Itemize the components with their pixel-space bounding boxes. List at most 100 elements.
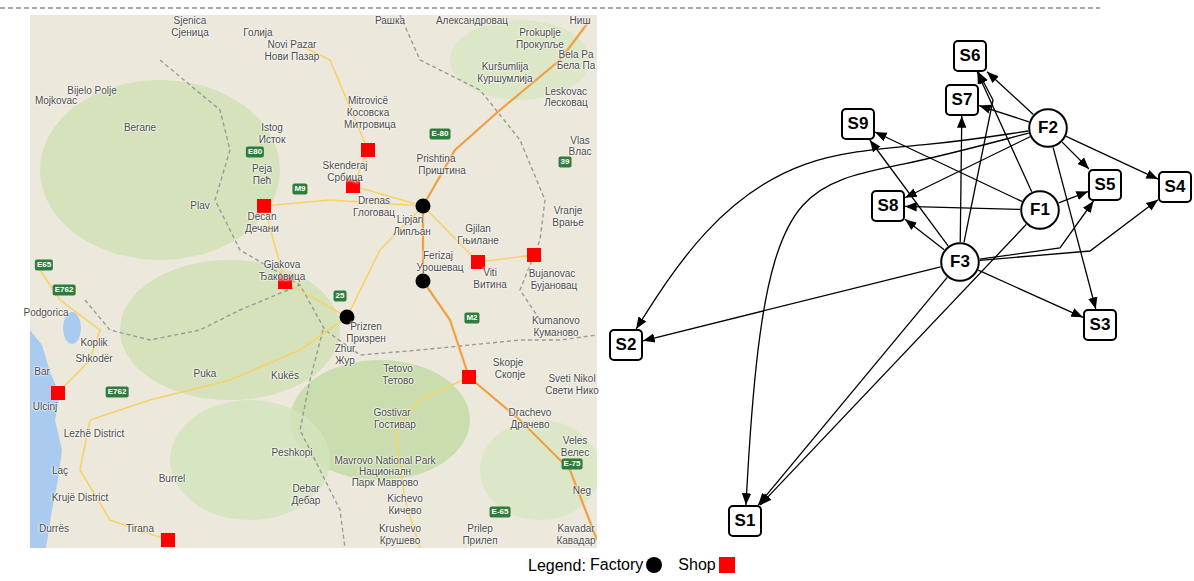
road-number: 25 <box>334 291 347 302</box>
place-name: Mavrovo National Park <box>334 455 435 466</box>
place-name: Скопје <box>495 369 525 380</box>
circle-shape <box>941 243 979 281</box>
motorway <box>423 206 597 540</box>
shop-marker <box>527 248 541 262</box>
place-name: Neg <box>573 485 591 496</box>
place-name: Novi Pazar <box>268 39 317 50</box>
road-number: E65 <box>35 260 53 271</box>
shop-marker <box>51 386 65 400</box>
legend: Factory Shop <box>590 556 751 574</box>
flow-arrow <box>1062 142 1089 169</box>
place-name: Парк Маврово <box>352 477 419 488</box>
flow-arrow <box>870 140 948 246</box>
place-name: Косовска <box>347 107 389 118</box>
node-label: F2 <box>1038 119 1058 138</box>
place-name: Бела Па <box>557 60 596 71</box>
place-name: Prokuplje <box>519 27 561 38</box>
legend-item: Factory <box>590 556 662 574</box>
flow-arrow <box>636 131 1028 329</box>
node-label: S8 <box>878 197 899 216</box>
place-name: Berane <box>124 122 156 133</box>
place-name: Нови Пазар <box>265 51 320 62</box>
place-name: Plav <box>190 200 209 211</box>
flow-arrow <box>905 206 1020 209</box>
place-name: Врање <box>552 217 583 228</box>
place-name: Kichevo <box>387 493 423 504</box>
place-name: Голија <box>243 27 272 38</box>
place-name: Mitrovicë <box>348 95 388 106</box>
place-name: Podgorica <box>23 307 68 318</box>
place-name: Тетово <box>382 375 414 386</box>
road-number: E-65 <box>490 507 511 518</box>
place-name: Veles <box>563 435 587 446</box>
flow-arrow <box>978 270 1083 317</box>
main-road <box>90 206 423 420</box>
place-name: Куманово <box>534 327 579 338</box>
main-road <box>264 200 534 262</box>
place-name: Lezhë District <box>64 428 125 439</box>
node-label: S2 <box>616 336 637 355</box>
place-name: Sveti Nikol <box>548 373 595 384</box>
place-name: Липљан <box>393 226 431 237</box>
node-label: S1 <box>735 512 756 531</box>
road-number: E-80 <box>430 129 451 140</box>
factory-node: F3 <box>940 242 980 282</box>
road-number: E762 <box>106 387 129 398</box>
place-name: Ferizaj <box>423 250 453 261</box>
shop-marker <box>161 533 175 547</box>
place-name: Урошевац <box>416 262 463 273</box>
place-name: Националн <box>359 466 411 477</box>
place-name: Gjakova <box>264 259 301 270</box>
place-name: Пећ <box>253 175 271 186</box>
flow-arrow <box>1059 192 1088 203</box>
factory-node: F2 <box>1028 108 1068 148</box>
place-name: Драчево <box>510 419 549 430</box>
place-name: Сјеница <box>171 27 208 38</box>
circle-shape <box>1029 109 1067 147</box>
place-name: Skenderaj <box>322 160 367 171</box>
place-name: Влас <box>568 146 591 157</box>
flow-arrow <box>980 200 1158 261</box>
flow-arrow <box>758 277 947 505</box>
flow-arrow <box>960 116 962 242</box>
place-name: Митровица <box>344 119 396 130</box>
place-name: Крушево <box>380 535 421 546</box>
place-name: Drenas <box>358 195 390 206</box>
flow-arrow <box>980 201 1094 259</box>
place-name: Исток <box>259 134 286 145</box>
place-name: Gjilan <box>465 223 491 234</box>
place-name: Гостивар <box>374 419 416 430</box>
road-number: E762 <box>53 285 76 296</box>
shop-box: S5 <box>1088 169 1122 201</box>
place-name: Bujanovac <box>529 268 576 279</box>
place-name: Prilep <box>467 523 493 534</box>
place-name: Koplik <box>80 337 107 348</box>
border-line <box>160 60 597 355</box>
legend-text: Shop <box>678 556 715 574</box>
place-name: Viti <box>483 267 497 278</box>
place-name: Кавадар <box>556 535 595 546</box>
node-label: S4 <box>1165 178 1186 197</box>
flow-arrow <box>979 106 1029 122</box>
place-name: Ниш <box>570 15 591 26</box>
node-label: S7 <box>952 91 973 110</box>
place-name: Sjenica <box>174 15 207 26</box>
shop-box: S4 <box>1158 171 1192 203</box>
place-name: Прокупље <box>516 39 564 50</box>
place-name: Peshkopi <box>271 447 312 458</box>
place-name: Tirana <box>126 523 154 534</box>
place-name: Vlas <box>570 135 589 146</box>
flow-arrow <box>643 267 941 341</box>
main-road <box>290 40 423 206</box>
place-name: Puka <box>194 368 217 379</box>
sea <box>30 330 62 548</box>
place-name: Mojkovac <box>35 95 77 106</box>
node-label: F3 <box>950 253 970 272</box>
shop-box: S9 <box>841 108 875 140</box>
place-name: Prishtina <box>417 153 456 164</box>
shop-box: S7 <box>945 84 979 116</box>
place-name: Bela Pa <box>558 49 593 60</box>
place-name: Бујановац <box>531 280 578 291</box>
